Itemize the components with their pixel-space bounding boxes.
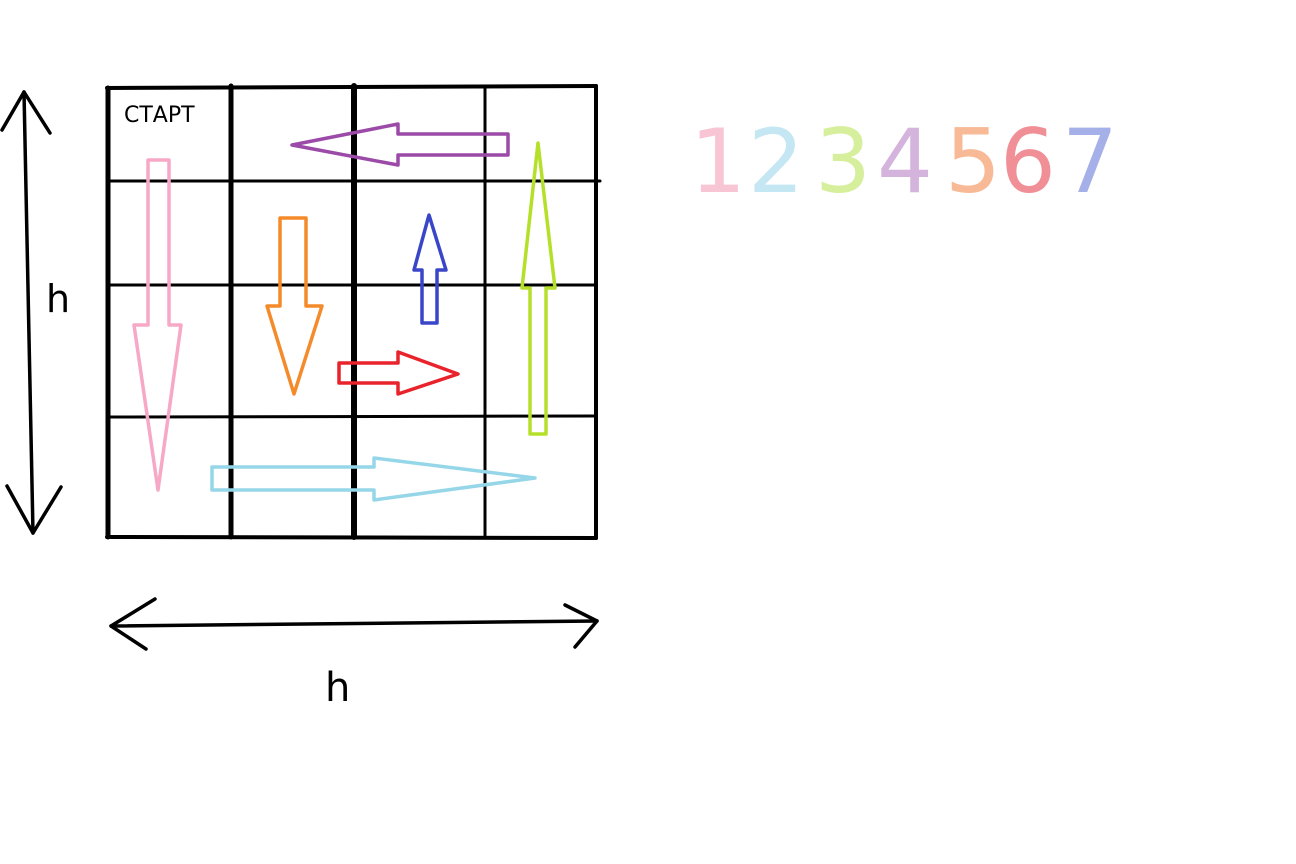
width-dimension bbox=[109, 597, 599, 651]
sequence-number-2: 2 bbox=[748, 110, 804, 213]
height-dimension bbox=[0, 90, 63, 535]
arrow-1-down bbox=[132, 158, 183, 492]
arrow-5-down bbox=[265, 216, 324, 396]
width-label: h bbox=[325, 665, 350, 711]
arrow-7-up bbox=[412, 213, 448, 325]
sequence-number-3: 3 bbox=[815, 110, 871, 213]
sequence-number-4: 4 bbox=[877, 110, 933, 213]
width-arrowhead-left bbox=[109, 597, 157, 651]
grid bbox=[105, 83, 602, 540]
height-label: h bbox=[46, 277, 70, 321]
sequence-number-1: 1 bbox=[690, 110, 746, 213]
start-label: СТАРТ bbox=[124, 103, 195, 128]
width-arrowhead-right bbox=[563, 603, 599, 649]
arrow-6-right bbox=[337, 350, 460, 396]
arrow-2-right bbox=[210, 456, 537, 502]
height-dimension-line bbox=[22, 90, 35, 535]
height-arrowhead-bottom bbox=[5, 484, 63, 535]
sequence-number-6: 6 bbox=[1000, 110, 1056, 213]
sequence-number-5: 5 bbox=[945, 110, 1001, 213]
width-dimension-line bbox=[109, 619, 599, 628]
arrow-3-up bbox=[520, 141, 557, 436]
height-arrowhead-top bbox=[0, 90, 52, 135]
sequence-number-7: 7 bbox=[1062, 110, 1118, 213]
arrow-4-left bbox=[290, 122, 510, 167]
